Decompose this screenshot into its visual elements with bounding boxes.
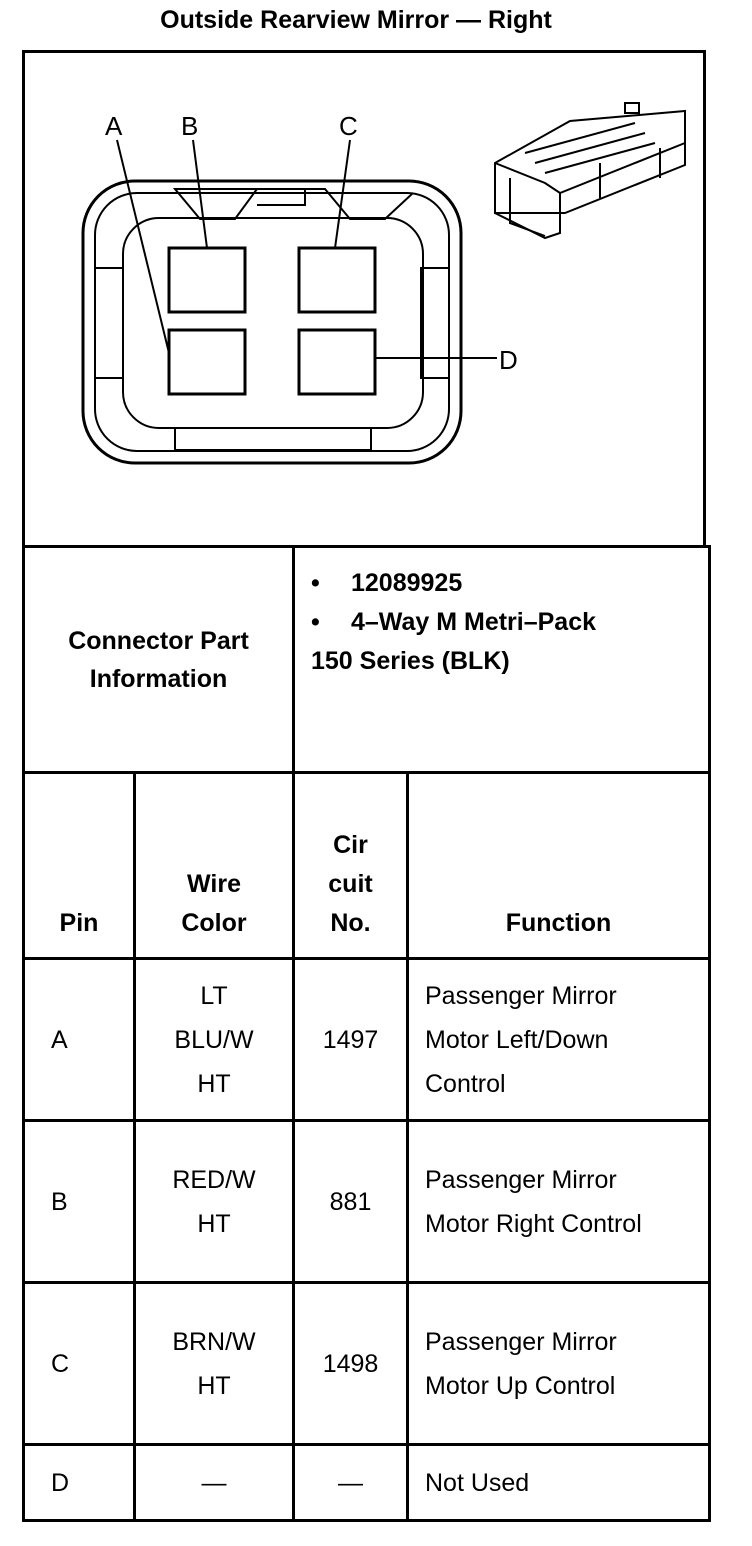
connector-outer-housing	[81, 179, 463, 465]
pin-cavity-b	[167, 246, 247, 314]
wire-color-cell: —	[133, 1443, 295, 1522]
pin-cavity-a	[167, 328, 247, 396]
connector-description: 4–Way M Metri–Pack	[351, 608, 597, 636]
connector-3d-icon	[494, 102, 686, 240]
pin-cell: D	[22, 1443, 136, 1522]
right-side-rib	[420, 267, 450, 379]
pin-label-b: B	[181, 111, 198, 141]
bottom-tab	[174, 427, 372, 451]
circuit-cell: 1497	[292, 957, 409, 1122]
table-row: D — — Not Used	[22, 1443, 711, 1522]
function-cell: Not Used	[406, 1443, 711, 1522]
leader-line-c	[334, 139, 351, 249]
pin-cell: A	[22, 957, 136, 1122]
connector-table: Connector Part Information •12089925 •4–…	[22, 545, 711, 1522]
top-latch-center	[257, 188, 306, 206]
page-title: Outside Rearview Mirror — Right	[160, 6, 552, 34]
leader-line-a	[116, 139, 170, 354]
header-function: Function	[406, 771, 711, 960]
pin-cavity-c	[297, 246, 377, 314]
pin-label-d: D	[499, 345, 518, 375]
pin-cell: C	[22, 1281, 136, 1446]
pin-label-c: C	[339, 111, 358, 141]
leader-line-b	[192, 139, 208, 249]
connector-info-value: •12089925 •4–Way M Metri–Pack 150 Series…	[292, 545, 711, 774]
pin-cavity-d	[297, 328, 377, 396]
header-pin: Pin	[22, 771, 136, 960]
circuit-cell: 1498	[292, 1281, 409, 1446]
connector-series: 150 Series (BLK)	[311, 647, 510, 675]
circuit-cell: —	[292, 1443, 409, 1522]
pin-label-a: A	[105, 111, 123, 141]
top-latch-right	[305, 188, 414, 220]
connector-inner-housing	[94, 192, 450, 452]
connector-diagram-panel: A B C D	[22, 50, 706, 547]
connector-info-row: Connector Part Information •12089925 •4–…	[22, 545, 711, 774]
connector-diagram: A B C D	[81, 102, 686, 465]
top-latch-left	[172, 188, 259, 220]
circuit-cell: 881	[292, 1119, 409, 1284]
connector-info-label: Connector Part Information	[22, 545, 295, 774]
part-number: 12089925	[351, 569, 463, 597]
left-side-rib	[94, 267, 124, 379]
pin-cell: B	[22, 1119, 136, 1284]
